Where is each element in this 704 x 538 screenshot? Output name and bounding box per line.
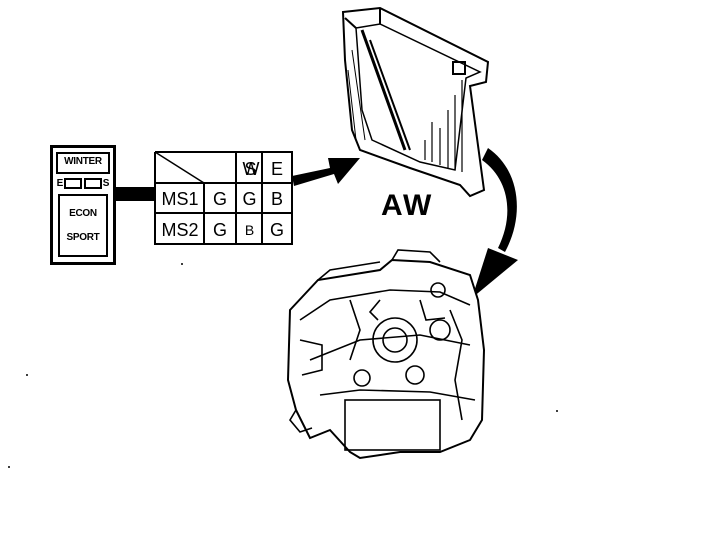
table-row-label-ms1: MS1 xyxy=(161,189,199,209)
table-cell: G xyxy=(242,189,257,209)
table-header-e: E xyxy=(270,159,283,179)
table-cell: G xyxy=(212,220,227,240)
table-cell: G xyxy=(269,220,284,240)
table-cell: B xyxy=(244,222,255,238)
indicator-lamp-icon xyxy=(83,177,102,189)
indicator-right-label: S xyxy=(102,177,110,189)
connector-bar xyxy=(116,187,156,201)
table-header-w: W xyxy=(242,159,260,179)
econ-label: ECON xyxy=(69,208,97,219)
control-unit-icon xyxy=(341,6,490,198)
mode-switch-panel: WINTER E S ECON SPORT xyxy=(50,145,116,265)
arrow-to-control-unit-icon xyxy=(292,158,360,186)
indicator-lamp-icon xyxy=(64,177,83,189)
table-row-label-ms2: MS2 xyxy=(161,220,199,240)
econ-sport-rocker: ECON SPORT xyxy=(58,194,108,257)
mode-table-grid xyxy=(154,151,293,245)
winter-button-label: WINTER xyxy=(56,152,110,174)
indicator-row: E S xyxy=(56,176,110,190)
table-cell: G xyxy=(212,189,227,209)
arrow-to-transmission-icon xyxy=(472,148,518,298)
transmission-icon xyxy=(286,249,486,460)
table-header-s-label: S xyxy=(244,159,257,179)
mode-table: W S E MS1 G G B MS2 G B G xyxy=(155,152,292,244)
table-diagonal xyxy=(154,151,205,184)
sport-label: SPORT xyxy=(66,232,100,243)
table-cell: B xyxy=(270,189,283,209)
control-unit-label: AW xyxy=(381,189,434,222)
indicator-left-label: E xyxy=(56,177,64,189)
